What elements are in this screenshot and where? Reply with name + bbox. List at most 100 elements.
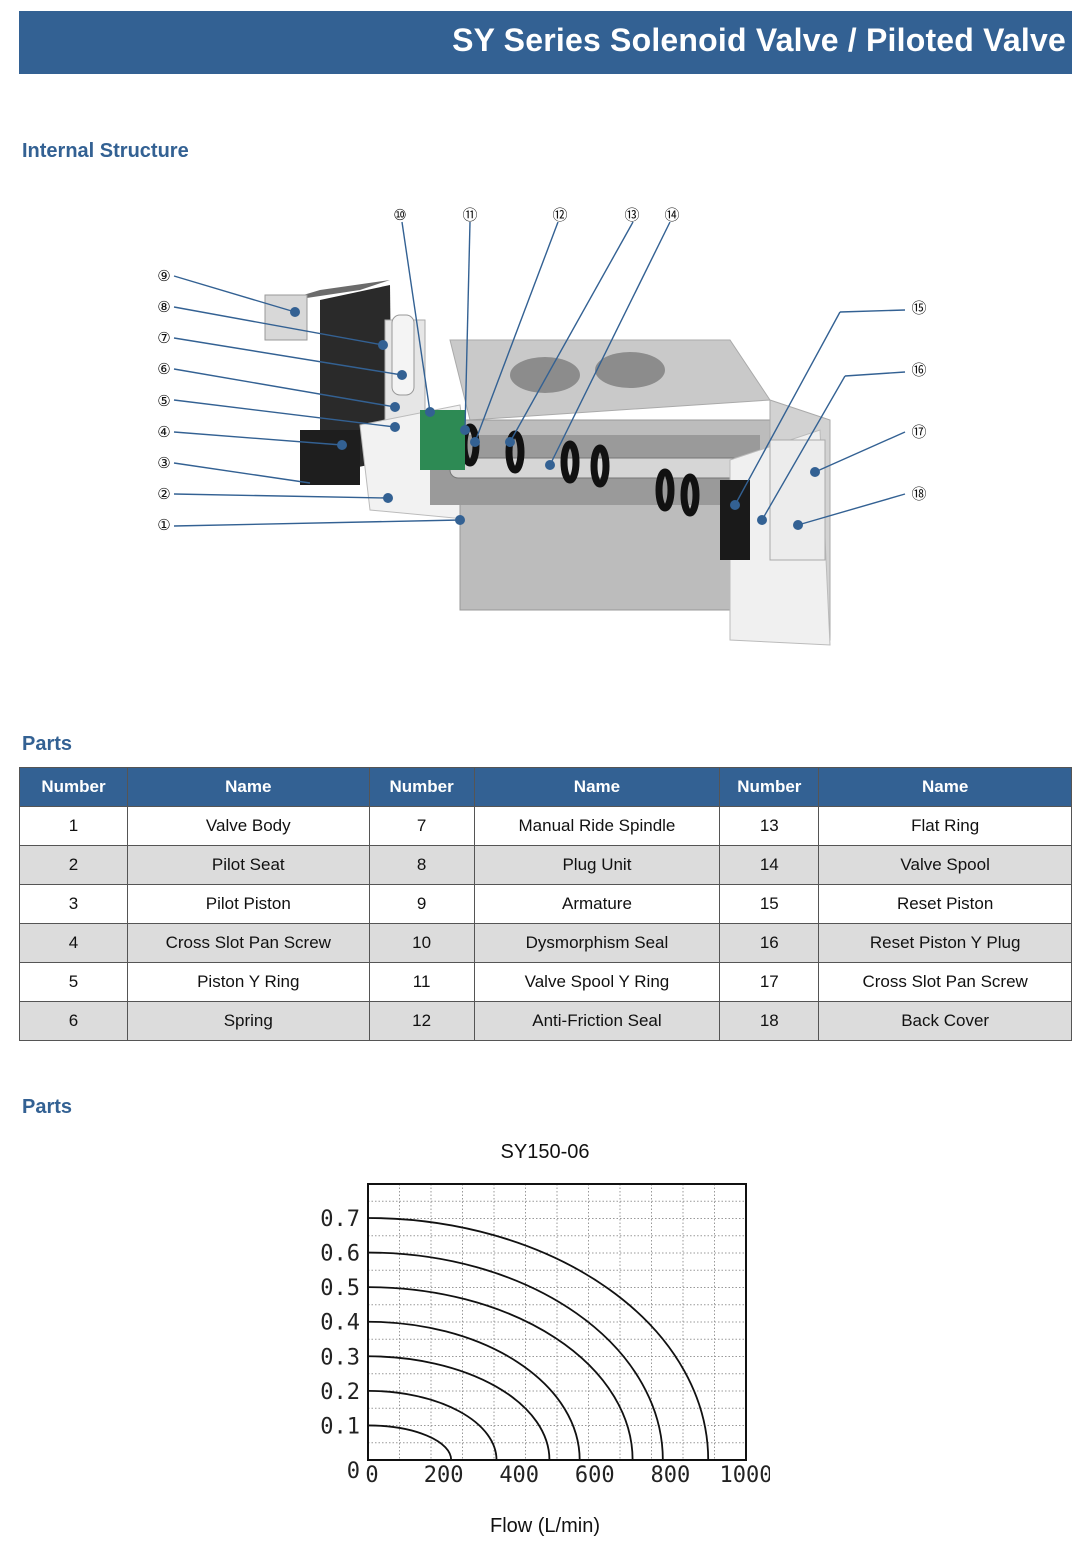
curve-0.4 [367,1320,581,1461]
table-cell: Plug Unit [473,845,721,885]
curve-0.3 [367,1355,551,1461]
parts-table: Number Name Number Name Number Name 1 Va… [19,767,1072,1041]
x-tick-label: 800 [651,1463,691,1488]
x-tick-label: 400 [499,1463,539,1488]
table-row: 4 Cross Slot Pan Screw 10 Dysmorphism Se… [19,923,1072,963]
table-cell: 4 [19,923,128,963]
callout-8: ⑧ [157,298,170,316]
table-cell: Valve Spool [818,845,1072,885]
curve-0.7 [367,1217,710,1461]
curve-0.6 [367,1251,664,1461]
chart-title: SY150-06 [500,1141,590,1163]
table-cell: 2 [19,845,128,885]
curve-0.5 [367,1286,634,1461]
callout-6: ⑥ [157,360,170,378]
table-cell: Valve Spool Y Ring [473,962,721,1002]
table-cell: 7 [368,806,475,846]
header-banner: SY Series Solenoid Valve / Piloted Valve [19,11,1072,74]
table-row: 3 Pilot Piston 9 Armature 15 Reset Pisto… [19,884,1072,924]
y-tick-label: 0.4 [320,1311,360,1336]
coil-front [300,430,360,485]
table-cell: Reset Piston Y Plug [818,923,1072,963]
y-tick-label: 0.2 [320,1380,360,1405]
table-cell: Armature [473,884,721,924]
column-header: Name [473,767,721,807]
right-housing [720,480,750,560]
callout-2: ② [157,485,170,503]
table-cell: 8 [368,845,475,885]
callout-14: ⑭ [664,206,679,224]
y-tick-label: 0.6 [320,1242,360,1267]
internal-structure-heading: Internal Structure [22,140,189,162]
column-header: Number [19,767,128,807]
y-tick-label: 0.3 [320,1345,360,1370]
connector-cap [264,294,308,341]
table-cell: Spring [126,1001,370,1041]
table-row: 5 Piston Y Ring 11 Valve Spool Y Ring 17… [19,962,1072,1002]
table-cell: Piston Y Ring [126,962,370,1002]
manual-spindle [391,314,415,396]
table-cell: Flat Ring [818,806,1072,846]
callout-10: ⑩ [393,206,406,224]
table-cell: Pilot Seat [126,845,370,885]
table-cell: Back Cover [818,1001,1072,1041]
column-header: Number [719,767,820,807]
y-tick-labels: 00.10.20.30.40.50.60.7 [320,1207,360,1484]
y-tick-label: 0.7 [320,1207,360,1232]
callout-15: ⑮ [911,299,926,317]
table-cell: 17 [719,962,820,1002]
curve-0.2 [367,1389,498,1461]
table-cell: 9 [368,884,475,924]
table-cell: 14 [719,845,820,885]
callout-17: ⑰ [911,423,926,441]
callout-3: ③ [157,454,170,472]
callout-13: ⑬ [624,206,639,224]
table-cell: 10 [368,923,475,963]
callout-7: ⑦ [157,329,170,347]
page-title: SY Series Solenoid Valve / Piloted Valve [452,22,1066,58]
table-cell: Cross Slot Pan Screw [818,962,1072,1002]
curve-0.1 [367,1424,453,1461]
table-cell: 6 [19,1001,128,1041]
parts-heading: Parts [22,733,73,755]
callout-9: ⑨ [157,267,170,285]
chart-grid [368,1184,746,1460]
y-tick-label: 0.1 [320,1414,360,1439]
port-hole-1 [510,357,580,393]
table-cell: 15 [719,884,820,924]
table-cell: 18 [719,1001,820,1041]
leader-dots [290,307,820,530]
table-cell: 12 [368,1001,475,1041]
flow-chart-heading: Parts [22,1096,73,1118]
port-hole-2 [595,352,665,388]
table-cell: Dysmorphism Seal [473,923,721,963]
x-tick-label: 200 [424,1463,464,1488]
callout-16: ⑯ [911,361,926,379]
table-cell: Manual Ride Spindle [473,806,721,846]
table-cell: Reset Piston [818,884,1072,924]
table-row: 6 Spring 12 Anti-Friction Seal 18 Back C… [19,1001,1072,1041]
column-header: Name [818,767,1072,807]
spool-seals [460,423,700,517]
x-tick-label: 600 [575,1463,615,1488]
table-cell: 16 [719,923,820,963]
callout-4: ④ [157,423,170,441]
table-row: 1 Valve Body 7 Manual Ride Spindle 13 Fl… [19,806,1072,846]
table-cell: 3 [19,884,128,924]
table-header-row: Number Name Number Name Number Name [19,767,1072,807]
chart-curves [367,1217,710,1461]
x-tick-label: 0 [365,1463,378,1488]
table-cell: Valve Body [126,806,370,846]
table-cell: 5 [19,962,128,1002]
x-tick-label: 1000 [720,1463,770,1488]
table-cell: 11 [368,962,475,1002]
x-axis-label: Flow (L/min) [489,1515,600,1537]
pilot-piston-green [420,410,465,470]
table-cell: Anti-Friction Seal [473,1001,721,1041]
callout-5: ⑤ [157,392,170,410]
back-cover [769,439,826,561]
column-header: Number [368,767,475,807]
callout-1: ① [157,516,170,534]
